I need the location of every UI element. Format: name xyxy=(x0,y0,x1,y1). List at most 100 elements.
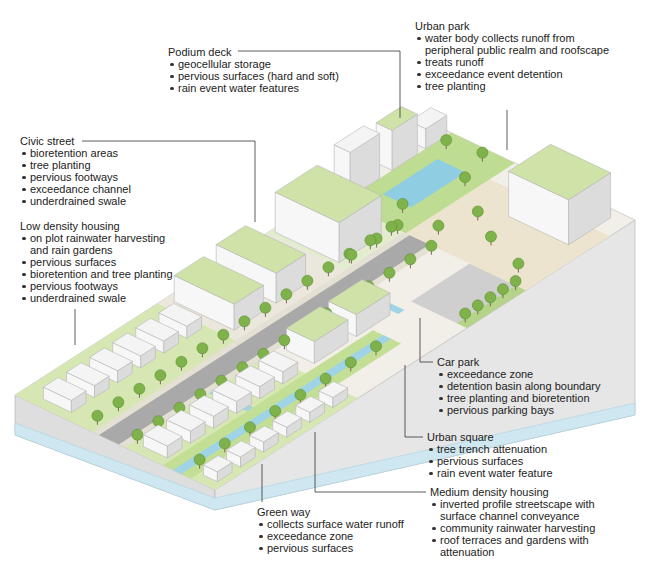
tree xyxy=(239,316,250,331)
building xyxy=(376,107,417,171)
tree xyxy=(371,341,382,356)
tree-crown xyxy=(132,429,143,440)
tree xyxy=(426,240,437,255)
tree xyxy=(197,343,208,358)
callout-item: exceedance channel xyxy=(30,183,131,195)
bullet-dot xyxy=(432,527,436,531)
callout-item: treats runoff xyxy=(425,56,484,68)
tree xyxy=(345,357,356,372)
bullet-dot xyxy=(439,373,443,377)
building-roof xyxy=(90,348,133,371)
callout-item: tree planting xyxy=(30,159,91,171)
callout-heading-row: Car park xyxy=(437,356,601,368)
callout-item-row: rain event water features xyxy=(168,82,339,94)
tree-crown xyxy=(270,406,281,417)
ground-area xyxy=(173,335,391,474)
bullet-dot xyxy=(259,523,263,527)
bullet-dot xyxy=(259,547,263,551)
callout-item-row: tree planting and bioretention xyxy=(437,392,601,404)
building-roof xyxy=(216,226,305,273)
callout-item: geocellular storage xyxy=(178,58,271,70)
callout-item-row: on plot rainwater harvesting and rain ga… xyxy=(20,232,175,256)
tree-crown xyxy=(92,410,103,421)
callout-item-row: water body collects runoff from peripher… xyxy=(415,32,615,56)
tree xyxy=(433,220,444,235)
callout-item-row: pervious surfaces (hard and soft) xyxy=(168,70,339,82)
building-roof xyxy=(319,381,348,397)
building-roof xyxy=(273,411,302,427)
tree-crown xyxy=(302,275,313,286)
callout-item: pervious surfaces xyxy=(437,455,523,467)
callout-item-row: pervious surfaces xyxy=(427,455,553,467)
callout-item: exceedance zone xyxy=(447,368,533,380)
tree-crown xyxy=(460,308,471,319)
callout-heading-row: Urban park xyxy=(415,20,615,32)
callout-item: detention basin along boundary xyxy=(447,380,601,392)
building-roof xyxy=(376,107,417,131)
bullet-dot xyxy=(22,200,26,204)
tree-crown xyxy=(346,249,357,260)
callout-item-row: community rainwater harvesting xyxy=(430,522,610,534)
callout-item: water body collects runoff from peripher… xyxy=(425,32,615,56)
tree xyxy=(134,383,145,398)
tree-crown xyxy=(365,235,376,246)
callout-item: tree planting and bioretention xyxy=(447,392,590,404)
building-roof xyxy=(259,351,298,372)
callout-item: exceedance zone xyxy=(267,530,353,542)
building-roof xyxy=(509,144,611,200)
callout-item: pervious parking bays xyxy=(447,404,554,416)
tree xyxy=(365,235,376,250)
tree-crown xyxy=(281,289,292,300)
tree-crown xyxy=(433,220,444,231)
bullet-dot xyxy=(22,164,26,168)
tree-crown xyxy=(405,254,416,265)
tree xyxy=(346,249,357,264)
callout-item: pervious footways xyxy=(30,171,118,183)
ground-area xyxy=(93,232,410,435)
callout-heading: Low density housing xyxy=(20,220,120,232)
tree-crown xyxy=(441,135,452,146)
tree-crown xyxy=(477,147,488,158)
tree-crown xyxy=(386,221,397,232)
tree xyxy=(132,429,143,444)
tree xyxy=(485,292,496,307)
callout-item-row: exceedance zone xyxy=(257,530,404,542)
tree-crown xyxy=(197,343,208,354)
tree xyxy=(323,262,334,277)
tree xyxy=(260,302,271,317)
callout-item-row: pervious footways xyxy=(20,171,131,183)
callout-item: bioretention and tree planting xyxy=(30,268,173,280)
leader-line xyxy=(507,110,508,150)
callout-heading-row: Low density housing xyxy=(20,220,175,232)
tree-crown xyxy=(239,316,250,327)
block-faces xyxy=(15,125,635,510)
callout-heading-row: Civic street xyxy=(20,135,131,147)
tree-crown xyxy=(472,300,483,311)
callout-item-row: bioretention and tree planting xyxy=(20,268,175,280)
building-roof xyxy=(190,395,229,416)
callout-item: rain event water feature xyxy=(437,467,553,479)
tree xyxy=(397,198,408,213)
callout-item: roof terraces and gardens with attenuati… xyxy=(440,534,610,558)
bullet-dot xyxy=(417,61,421,65)
tree-crown xyxy=(176,356,187,367)
tree-crown xyxy=(155,370,166,381)
bullet-dot xyxy=(22,273,26,277)
callout: Urban parkwater body collects runoff fro… xyxy=(415,20,615,92)
callout-item: exceedance event detention xyxy=(425,68,563,80)
callout: Civic streetbioretention areastree plant… xyxy=(20,135,131,207)
tree-crown xyxy=(486,231,497,242)
callout-item-row: exceedance channel xyxy=(20,183,131,195)
building xyxy=(43,378,86,413)
building-roof xyxy=(167,410,206,431)
bullet-dot xyxy=(439,397,443,401)
leader-line xyxy=(420,318,433,362)
callout-heading-row: Green way xyxy=(257,506,404,518)
tree xyxy=(92,410,103,425)
tree-crown xyxy=(485,292,496,303)
callout-item: pervious surfaces (hard and soft) xyxy=(178,70,339,82)
tree-crown xyxy=(218,329,229,340)
callout: Medium density housinginverted profile s… xyxy=(430,486,610,558)
bullet-dot xyxy=(429,460,433,464)
callout-heading: Green way xyxy=(257,506,310,518)
